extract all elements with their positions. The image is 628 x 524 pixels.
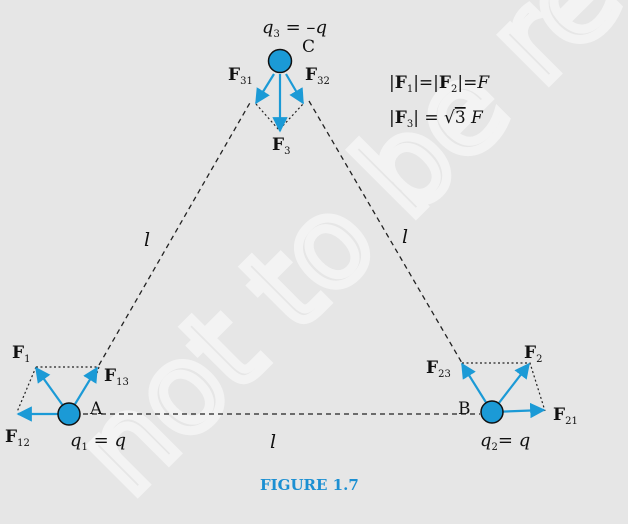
charge-label-q1: q1 = q: [70, 430, 126, 453]
vertex-label-c: C: [302, 37, 315, 57]
svg-text:not to be republished © NCERT: not to be republished © NCERT: [52, 0, 628, 521]
side-label-right: l: [402, 226, 408, 248]
force-label-f13: F13: [104, 366, 129, 388]
side-label-bottom: l: [270, 431, 276, 453]
charge-q3: [267, 48, 293, 74]
arrow-f31: [255, 73, 275, 105]
arrow-f32: [285, 73, 304, 105]
charge-label-q3: q3 = –q: [262, 17, 327, 40]
charge-q2: [480, 400, 504, 424]
vertex-label-a: A: [89, 399, 103, 419]
construction-a: [36, 366, 100, 374]
side-left: [98, 100, 252, 366]
construction-b: [462, 362, 546, 412]
side-label-left: l: [144, 229, 150, 251]
figure-caption: FIGURE 1.7: [260, 476, 359, 494]
force-label-f21: F21: [553, 405, 578, 427]
watermark: not to be republished © NCERT: [48, 0, 628, 524]
charge-q1: [57, 402, 81, 426]
force-label-f3: F3: [272, 135, 290, 157]
force-label-f31: F31: [228, 65, 253, 87]
force-label-f23: F23: [426, 358, 451, 380]
force-label-f2: F2: [524, 343, 542, 365]
side-right: [308, 100, 463, 364]
force-label-f12: F12: [5, 427, 30, 449]
equation-f1-f2: |F1|=|F2|=F: [389, 73, 490, 95]
force-label-f32: F32: [305, 65, 330, 87]
equation-f3: |F3| = √3 F: [389, 108, 484, 130]
charge-label-q2: q2= q: [480, 430, 530, 453]
triangle: [83, 100, 480, 415]
parallelogram-construction: [16, 103, 546, 413]
vertex-label-b: B: [458, 399, 471, 419]
construction-a-side: [16, 366, 37, 413]
force-label-f1: F1: [12, 343, 30, 365]
